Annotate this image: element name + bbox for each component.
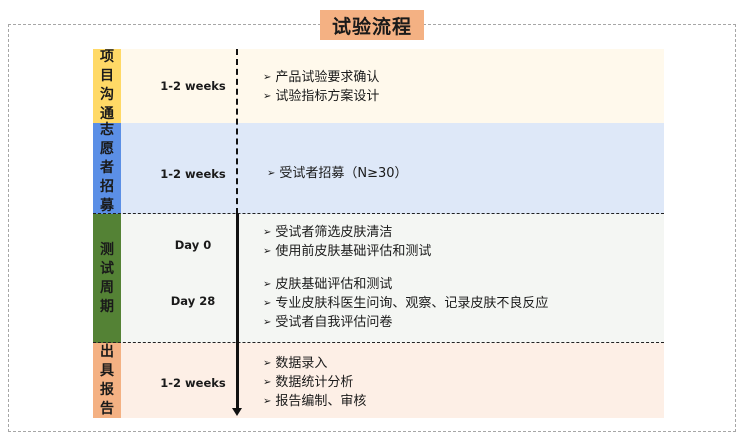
stage-items: 数据录入 数据统计分析 报告编制、审核	[263, 355, 366, 412]
stage-item: 受试者自我评估问卷	[263, 314, 548, 333]
stage-item: 试验指标方案设计	[263, 88, 379, 107]
tag-char: 沟	[100, 87, 114, 103]
tag-char: 志	[100, 122, 114, 138]
stage-duration: 1-2 weeks	[160, 79, 226, 93]
stage-items: 受试者招募（N≥30）	[267, 165, 407, 184]
tag-char: 告	[100, 400, 114, 417]
stage-tag: 测 试 周 期	[93, 214, 121, 343]
stage-duration: 1-2 weeks	[160, 167, 226, 181]
stage-separator	[93, 213, 664, 214]
stage-duration: 1-2 weeks	[160, 376, 226, 390]
stage-item: 皮肤基础评估和测试	[263, 276, 548, 295]
tag-char: 具	[100, 362, 114, 379]
stage-volunteer-recruitment: 志 愿 者 招 募 1-2 weeks 受试者招募（N≥30）	[93, 122, 664, 214]
stage-item: 受试者筛选皮肤清洁	[263, 224, 431, 243]
substage-duration-day0: Day 0	[174, 238, 212, 252]
stage-items: 产品试验要求确认 试验指标方案设计	[263, 69, 379, 107]
tag-char: 测	[100, 241, 114, 258]
substage-items-day0: 受试者筛选皮肤清洁 使用前皮肤基础评估和测试	[263, 224, 431, 262]
stage-tag: 出 具 报 告	[93, 343, 121, 418]
timeline-arrow-down-icon	[232, 408, 242, 416]
stage-item: 使用前皮肤基础评估和测试	[263, 243, 431, 262]
substage-duration-day28: Day 28	[170, 294, 216, 308]
stage-item: 专业皮肤科医生问询、观察、记录皮肤不良反应	[263, 295, 548, 314]
stage-item: 数据统计分析	[263, 374, 366, 393]
timeline-dashed-segment	[236, 49, 238, 214]
tag-char: 周	[100, 279, 114, 296]
stage-item: 数据录入	[263, 355, 366, 374]
tag-char: 期	[100, 298, 114, 315]
substage-items-day28: 皮肤基础评估和测试 专业皮肤科医生问询、观察、记录皮肤不良反应 受试者自我评估问…	[263, 276, 548, 333]
stage-item: 受试者招募（N≥30）	[267, 165, 407, 184]
tag-char: 目	[100, 68, 114, 84]
stage-separator	[93, 342, 664, 343]
stage-item: 产品试验要求确认	[263, 69, 379, 88]
stage-tag: 志 愿 者 招 募	[93, 122, 121, 214]
tag-char: 项	[100, 49, 114, 65]
tag-char: 招	[100, 179, 114, 195]
stage-project-communication: 项 目 沟 通 1-2 weeks 产品试验要求确认 试验指标方案设计	[93, 49, 664, 123]
tag-char: 试	[100, 260, 114, 277]
timeline-solid-segment	[236, 214, 239, 410]
tag-char: 募	[100, 198, 114, 214]
stage-tag: 项 目 沟 通	[93, 49, 121, 123]
stage-report-issuance: 出 具 报 告 1-2 weeks 数据录入 数据统计分析 报告编制、审核	[93, 343, 664, 418]
diagram-title: 试验流程	[320, 10, 424, 40]
tag-char: 通	[100, 106, 114, 122]
tag-char: 者	[100, 160, 114, 176]
tag-char: 愿	[100, 141, 114, 157]
stage-test-period: 测 试 周 期 Day 0 受试者筛选皮肤清洁 使用前皮肤基础评估和测试 Day…	[93, 214, 664, 343]
stage-item: 报告编制、审核	[263, 393, 366, 412]
tag-char: 出	[100, 343, 114, 360]
tag-char: 报	[100, 381, 114, 398]
